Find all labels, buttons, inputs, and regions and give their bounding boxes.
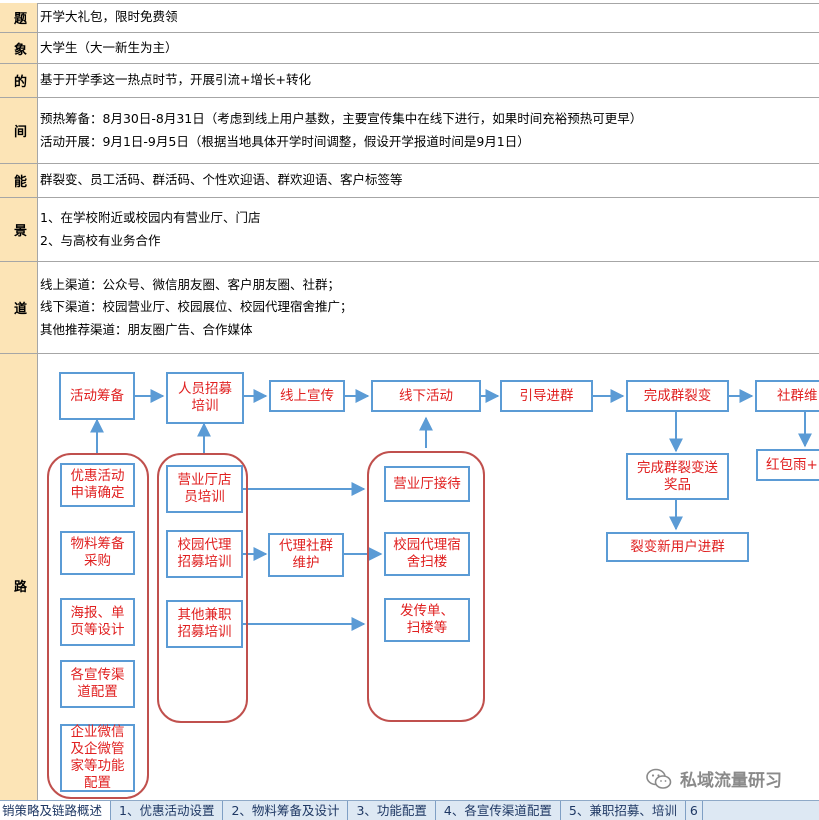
task-flyers[interactable]: 发传单、扫楼等 — [384, 598, 470, 642]
cell-line: 开学大礼包，限时免费领 — [40, 9, 178, 25]
step-guide-join[interactable]: 引导进群 — [500, 380, 593, 412]
row-audience[interactable]: 象 大学生（大一新生为主） — [0, 33, 819, 64]
sheet-tab-overview[interactable]: 销策略及链路概述 — [0, 801, 112, 820]
task-store-reception[interactable]: 营业厅接待 — [384, 466, 470, 502]
sheet-tab-channels[interactable]: 4、各宣传渠道配置 — [436, 801, 561, 820]
sheet-tab-6[interactable]: 6 — [686, 801, 703, 820]
cell-line: 大学生（大一新生为主） — [40, 39, 178, 55]
row-header: 的 — [0, 64, 38, 97]
row-header: 间 — [0, 98, 38, 163]
task-agent-recruit[interactable]: 校园代理招募培训 — [166, 530, 243, 578]
step-activity-prep[interactable]: 活动筹备 — [59, 372, 135, 420]
task-parttime-recruit[interactable]: 其他兼职招募培训 — [166, 600, 243, 648]
step-staff-recruit[interactable]: 人员招募培训 — [166, 372, 244, 424]
cell-line: 基于开学季这一热点时节，开展引流+增长+转化 — [40, 72, 311, 88]
row-time[interactable]: 间 预热筹备：8月30日-8月31日（考虑到线上用户基数，主要宣传集中在线下进行… — [0, 98, 819, 164]
watermark: 私域流量研习 — [646, 766, 782, 791]
group-prep — [47, 453, 149, 799]
task-store-training[interactable]: 营业厅店员培训 — [166, 465, 243, 513]
task-fission-reward[interactable]: 完成群裂变送奖品 — [626, 453, 729, 500]
cell-line: 活动开展：9月1日-9月5日（根据当地具体开学时间调整，假设开学报道时间是9月1… — [40, 133, 530, 149]
sheet-tab-features[interactable]: 3、功能配置 — [348, 801, 436, 820]
cell-value[interactable]: 大学生（大一新生为主） — [40, 33, 819, 63]
cell-line: 其他推荐渠道：朋友圈广告、合作媒体 — [40, 321, 253, 337]
cell-line: 1、在学校附近或校园内有营业厅、门店 — [40, 210, 261, 225]
cell-value[interactable]: 1、在学校附近或校园内有营业厅、门店 2、与高校有业务合作 — [40, 198, 819, 261]
row-goal[interactable]: 的 基于开学季这一热点时节，开展引流+增长+转化 — [0, 64, 819, 98]
top-gridline — [0, 0, 819, 4]
cell-line: 2、与高校有业务合作 — [40, 232, 161, 248]
sheet-tab-promo[interactable]: 1、优惠活动设置 — [111, 801, 224, 820]
step-group-fission[interactable]: 完成群裂变 — [626, 380, 729, 412]
group-offline — [367, 451, 485, 722]
row-header: 能 — [0, 164, 38, 197]
task-agent-community[interactable]: 代理社群维护 — [268, 533, 344, 577]
row-header: 道 — [0, 262, 38, 353]
row-features[interactable]: 能 群裂变、员工活码、群活码、个性欢迎语、群欢迎语、客户标签等 — [0, 164, 819, 198]
cell-line: 线下渠道：校园营业厅、校园展位、校园代理宿舍推广； — [40, 299, 353, 315]
sheet-tab-materials[interactable]: 2、物料筹备及设计 — [223, 801, 349, 820]
cell-value[interactable]: 线上渠道：公众号、微信朋友圈、客户朋友圈、社群； 线下渠道：校园营业厅、校园展位… — [40, 262, 819, 353]
watermark-text: 私域流量研习 — [680, 771, 782, 791]
cell-value[interactable]: 基于开学季这一热点时节，开展引流+增长+转化 — [40, 64, 819, 97]
row-theme[interactable]: 题 开学大礼包，限时免费领 — [0, 3, 819, 33]
row-scenario[interactable]: 景 1、在学校附近或校园内有营业厅、门店 2、与高校有业务合作 — [0, 198, 819, 262]
task-dorm-sweep[interactable]: 校园代理宿舍扫楼 — [384, 532, 470, 576]
task-red-packet[interactable]: 红包雨+ — [756, 449, 819, 481]
cell-value[interactable]: 群裂变、员工活码、群活码、个性欢迎语、群欢迎语、客户标签等 — [40, 164, 819, 197]
cell-line: 预热筹备：8月30日-8月31日（考虑到线上用户基数，主要宣传集中在线下进行，如… — [40, 111, 643, 126]
task-materials[interactable]: 物料筹备采购 — [60, 531, 135, 575]
sheet-tab-recruit[interactable]: 5、兼职招募、培训 — [561, 801, 686, 820]
task-promo-approval[interactable]: 优惠活动申请确定 — [60, 463, 135, 507]
cell-value[interactable]: 预热筹备：8月30日-8月31日（考虑到线上用户基数，主要宣传集中在线下进行，如… — [40, 98, 819, 163]
step-community-maintain[interactable]: 社群维 — [755, 380, 819, 412]
task-new-users-join[interactable]: 裂变新用户进群 — [606, 532, 749, 562]
task-design[interactable]: 海报、单页等设计 — [60, 598, 135, 646]
cell-value[interactable]: 开学大礼包，限时免费领 — [40, 3, 819, 32]
row-header: 题 — [0, 3, 38, 32]
row-channels[interactable]: 道 线上渠道：公众号、微信朋友圈、客户朋友圈、社群； 线下渠道：校园营业厅、校园… — [0, 262, 819, 354]
step-online-promo[interactable]: 线上宣传 — [269, 380, 345, 412]
cell-line: 线上渠道：公众号、微信朋友圈、客户朋友圈、社群； — [40, 276, 341, 292]
group-recruit — [157, 453, 248, 723]
flow-arrows — [90, 389, 812, 631]
row-header: 路 — [0, 354, 38, 800]
wechat-icon — [646, 768, 672, 789]
row-path[interactable]: 路 — [0, 354, 819, 800]
row-header: 景 — [0, 198, 38, 261]
task-channel-config[interactable]: 各宣传渠道配置 — [60, 660, 135, 708]
cell-line: 群裂变、员工活码、群活码、个性欢迎语、群欢迎语、客户标签等 — [40, 172, 403, 188]
task-wecom-config[interactable]: 企业微信及企微管家等功能配置 — [60, 724, 135, 792]
row-header: 象 — [0, 33, 38, 63]
spreadsheet: 题 开学大礼包，限时免费领 象 大学生（大一新生为主） 的 基于开学季这一热点时… — [0, 0, 819, 800]
step-offline-activity[interactable]: 线下活动 — [371, 380, 481, 412]
